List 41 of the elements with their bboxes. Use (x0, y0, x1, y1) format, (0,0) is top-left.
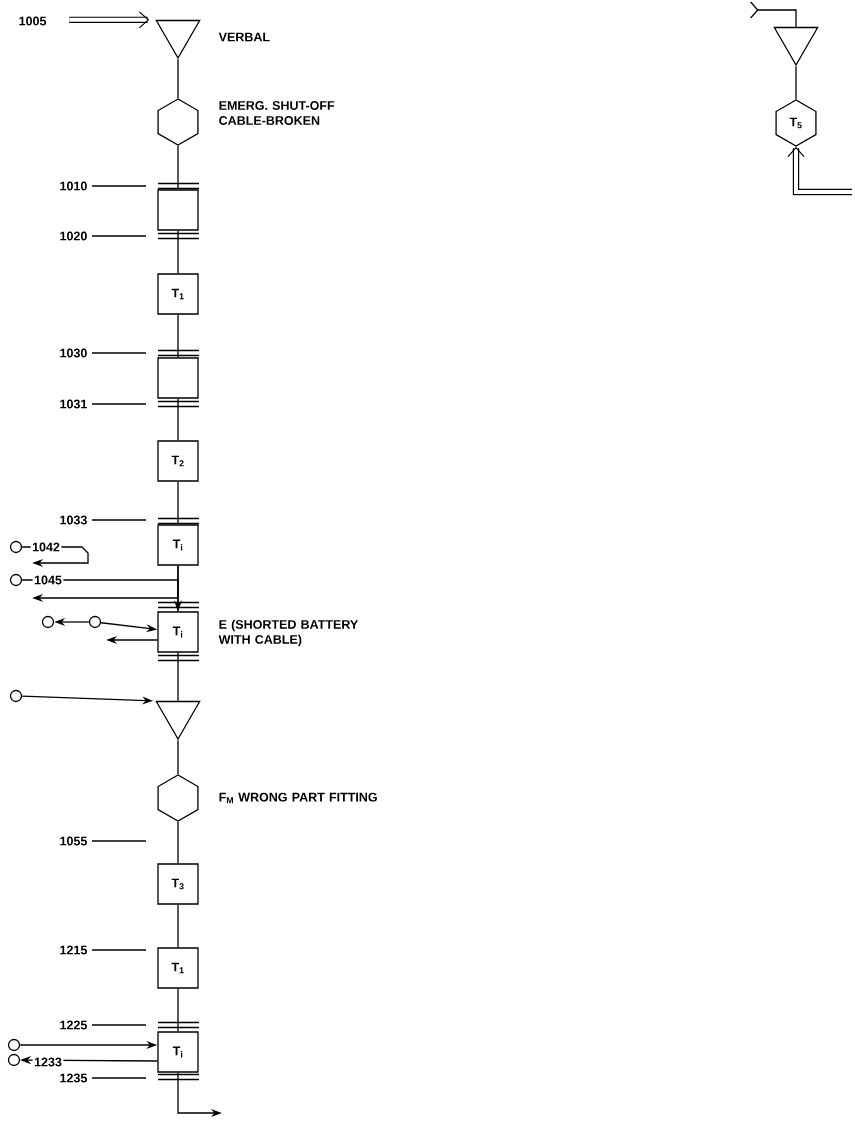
connector (787, 146, 852, 196)
callout-number: 1225 (60, 1020, 87, 1030)
connector (177, 481, 179, 525)
process-box: T$_{i}$ (157, 524, 199, 566)
callout-number: 1020 (60, 231, 87, 241)
callout-number: 1033 (60, 515, 87, 525)
callout-number: 1005 (19, 16, 47, 26)
connector (177, 739, 179, 775)
process-box: T$_{1}$ (157, 273, 199, 315)
process-box: T$_{i}$ (157, 611, 199, 653)
callout-number: 1055 (60, 836, 87, 846)
connector (177, 58, 179, 99)
edge-label: 1042 (30, 541, 62, 553)
connector (177, 230, 179, 274)
process-box: T$_{i}$ (157, 1031, 199, 1073)
connector (177, 314, 179, 358)
callout-number: 1031 (60, 399, 87, 409)
node-label: E (SHORTED BATTERY WITH CABLE) (218, 619, 359, 647)
callout-number: 1215 (60, 945, 87, 955)
callout-number: 1030 (60, 348, 87, 358)
edge-label: 1233 (32, 1056, 64, 1068)
connector (177, 988, 179, 1032)
process-box: T$_{3}$ (157, 863, 199, 905)
connector (750, 1, 797, 28)
connector (177, 821, 179, 864)
callout-number: 1235 (60, 1073, 87, 1083)
node-label: EMERG. SHUT-OFF CABLE-BROKEN (219, 101, 335, 125)
process-box: T$_{1}$ (157, 947, 199, 989)
connector (69, 11, 150, 29)
connector (177, 904, 179, 948)
connector (177, 145, 179, 190)
process-box: T$_{2}$ (157, 440, 199, 482)
connector (177, 652, 179, 702)
node-label: F$_{M}$ WRONG PART FITTING (219, 792, 377, 804)
connector (795, 65, 797, 100)
process-box (157, 189, 199, 231)
edge-label: 1045 (32, 574, 64, 586)
connector (177, 398, 179, 441)
callout-number: 1010 (60, 181, 87, 191)
node-label: VERBAL (218, 32, 270, 42)
process-box (157, 357, 199, 399)
